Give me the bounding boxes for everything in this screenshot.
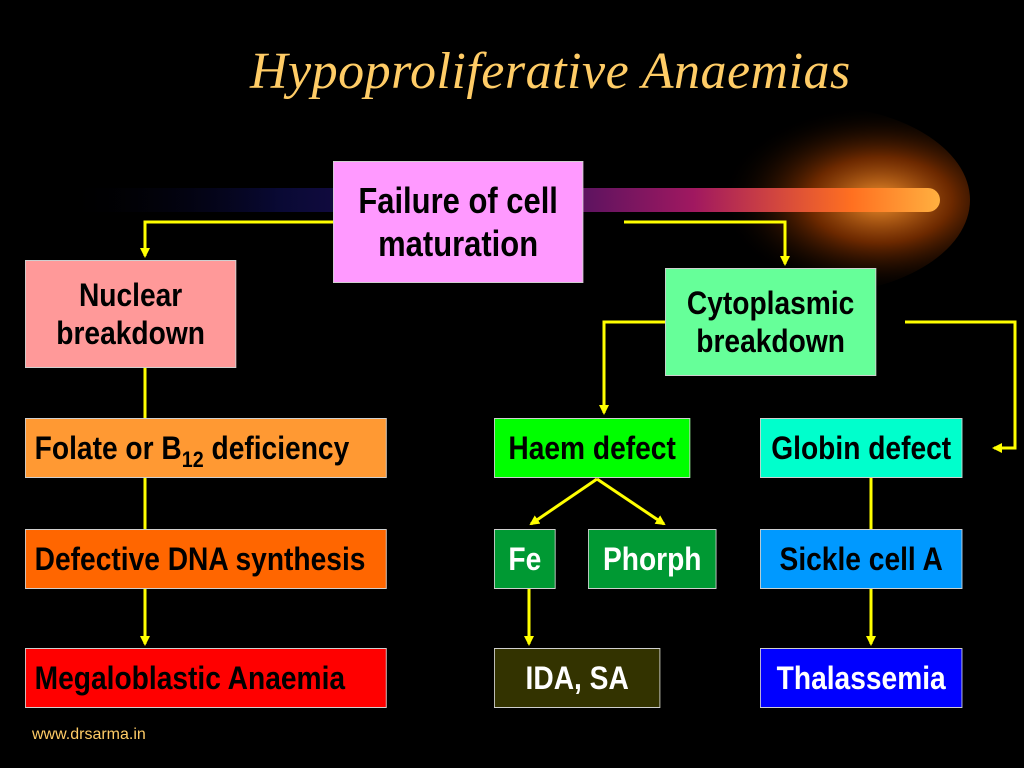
page-title: Hypoproliferative Anaemias [250,43,851,100]
connector-cytoplasmic-globin [905,320,1017,453]
folate-label: Folate or B12 deficiency [34,429,350,472]
failure-line2: maturation [378,223,539,264]
haem-label: Haem defect [508,429,676,466]
node-failure-of-cell-maturation: Failure of cell maturation [333,161,584,283]
nuclear-line1: Nuclear [78,276,183,313]
connector-failure-nuclear [140,220,333,258]
node-globin-defect: Globin defect [760,418,963,478]
node-fe: Fe [494,529,556,589]
node-folate-b12-deficiency: Folate or B12 deficiency [25,418,387,478]
failure-line1: Failure of cell [358,179,558,221]
megaloblastic-label: Megaloblastic Anaemia [34,659,346,696]
node-phorph: Phorph [588,529,717,589]
connector-haem-phorph [596,477,666,526]
node-defective-dna-synthesis: Defective DNA synthesis [25,529,387,589]
node-thalassemia: Thalassemia [760,648,963,708]
node-megaloblastic-anaemia: Megaloblastic Anaemia [25,648,387,708]
ida-label: IDA, SA [525,659,629,696]
footer-url: www.drsarma.in [32,726,146,743]
node-sickle-cell-a: Sickle cell A [760,529,963,589]
fe-label: Fe [508,540,542,577]
connector-cytoplasmic-haem [599,320,665,415]
phorph-label: Phorph [602,540,702,577]
sickle-label: Sickle cell A [779,540,943,577]
cytoplasmic-line1: Cytoplasmic [686,284,855,321]
connector-haem-fe [529,477,598,526]
connector-failure-cytoplasmic [624,220,790,266]
node-haem-defect: Haem defect [494,418,691,478]
node-ida-sa: IDA, SA [494,648,661,708]
nuclear-line2: breakdown [56,315,205,351]
cytoplasmic-line2: breakdown [696,323,845,359]
node-cytoplasmic-breakdown: Cytoplasmic breakdown [665,268,877,376]
node-nuclear-breakdown: Nuclear breakdown [25,260,237,368]
globin-label: Globin defect [771,429,952,466]
dna-label: Defective DNA synthesis [34,540,366,577]
thalassemia-label: Thalassemia [776,659,946,696]
